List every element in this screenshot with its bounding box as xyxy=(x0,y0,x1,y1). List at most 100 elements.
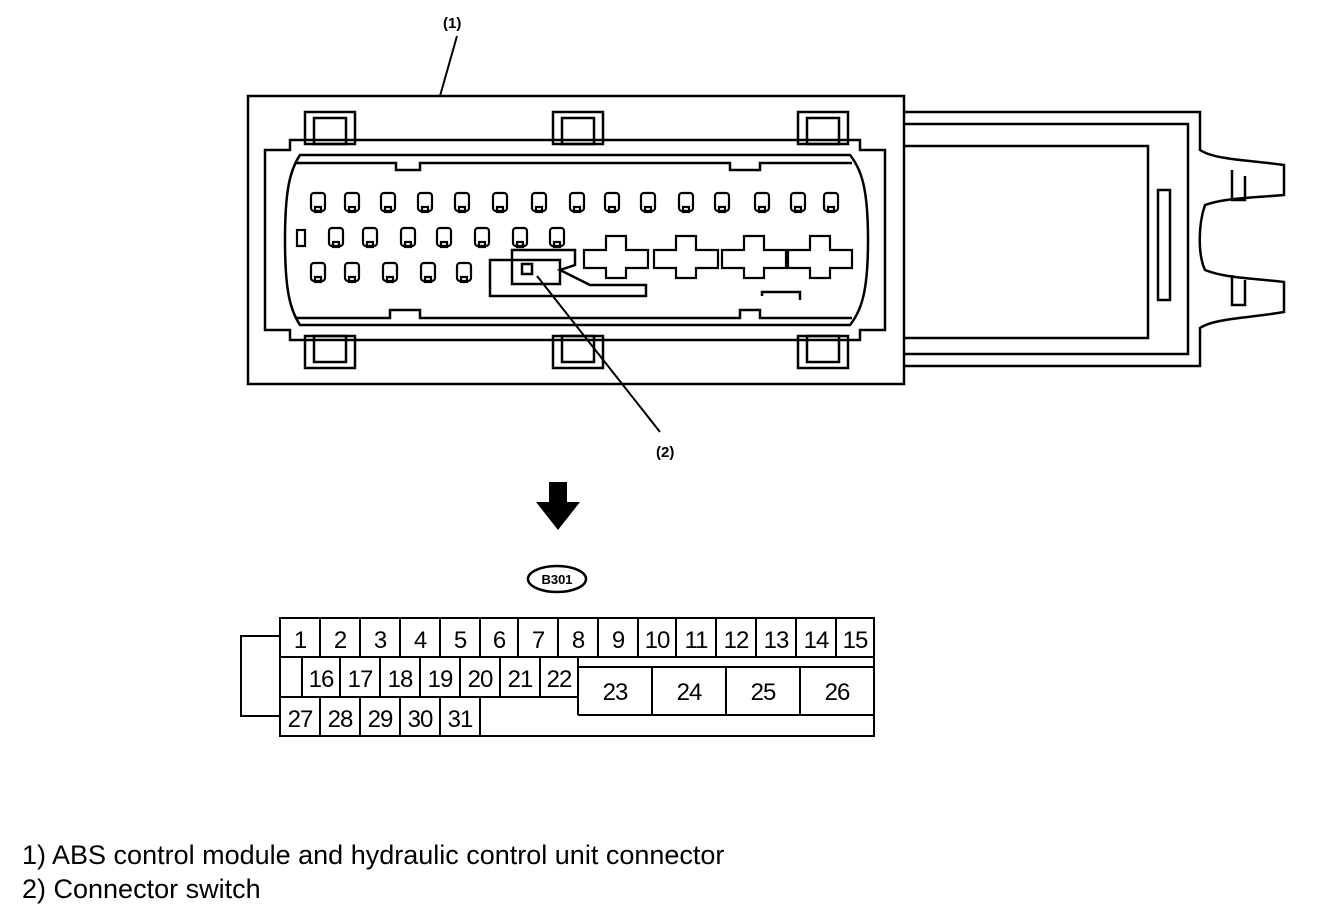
connector-id-text: B301 xyxy=(541,572,572,587)
pin-number: 27 xyxy=(288,706,313,733)
pin-number: 6 xyxy=(493,627,506,654)
pin-cavity xyxy=(568,191,586,213)
pin-cavity-slot xyxy=(313,205,323,214)
pin-layout xyxy=(240,617,875,737)
pin-number: 24 xyxy=(677,679,702,706)
connector-id-badge xyxy=(526,564,588,594)
connector-housing xyxy=(246,94,906,386)
pin-cavity-slot xyxy=(403,240,413,249)
pin-cavity xyxy=(639,191,657,213)
pin-cavity-slot xyxy=(607,205,617,214)
callout-leader-connector xyxy=(439,35,458,97)
pin-number: 25 xyxy=(751,679,776,706)
pin-cavity xyxy=(753,191,771,213)
pin-cavity-slot xyxy=(365,240,375,249)
pin-cavity xyxy=(491,191,509,213)
pin-cavity-slot xyxy=(383,205,393,214)
pin-cavity xyxy=(343,261,361,283)
pin-cavity xyxy=(419,261,437,283)
pin-cavity xyxy=(295,228,307,248)
large-pin-cavity xyxy=(652,234,720,280)
callout-leader-switch xyxy=(536,275,661,433)
pin-cavity-slot xyxy=(793,205,803,214)
pin-cavity-slot xyxy=(477,240,487,249)
pin-number: 30 xyxy=(408,706,433,733)
pin-cavity-slot xyxy=(534,205,544,214)
pin-number: 12 xyxy=(724,627,749,654)
pin-number: 15 xyxy=(843,627,868,654)
pin-cavity-slot xyxy=(347,205,357,214)
pin-cavity xyxy=(309,191,327,213)
pin-cavity-slot xyxy=(313,275,323,284)
pin-cavity-slot xyxy=(423,275,433,284)
large-pin-cavity xyxy=(786,234,854,280)
pin-number: 22 xyxy=(547,666,572,693)
pin-cavity xyxy=(381,261,399,283)
pin-cavity xyxy=(343,191,361,213)
pin-number: 3 xyxy=(374,627,387,654)
legend-item-switch: 2) Connector switch xyxy=(22,874,261,904)
pin-cavity-slot xyxy=(681,205,691,214)
pin-cavity-slot xyxy=(717,205,727,214)
pin-number: 4 xyxy=(414,627,427,654)
pin-number: 21 xyxy=(508,666,533,693)
pin-cavity xyxy=(379,191,397,213)
pin-number: 11 xyxy=(685,627,709,654)
pin-cavity xyxy=(822,191,840,213)
large-pin-cavity xyxy=(582,234,650,280)
housing-tabs xyxy=(303,110,850,370)
pin-number: 16 xyxy=(309,666,334,693)
pin-number: 8 xyxy=(572,627,585,654)
pin-cavity-slot xyxy=(552,240,562,249)
pin-cavity xyxy=(399,226,417,248)
large-pin-cavity xyxy=(720,234,788,280)
pin-cavity xyxy=(713,191,731,213)
pin-cavity-slot xyxy=(457,205,467,214)
pin-cavity xyxy=(789,191,807,213)
connector-switch xyxy=(488,248,648,298)
pin-cavity xyxy=(511,226,529,248)
legend: 1) ABS control module and hydraulic cont… xyxy=(22,838,724,906)
pin-cavity xyxy=(435,226,453,248)
pin-number: 14 xyxy=(804,627,829,654)
pin-number: 1 xyxy=(294,627,307,654)
pin-number: 23 xyxy=(603,679,628,706)
pin-cavity-slot xyxy=(643,205,653,214)
pin-number: 10 xyxy=(645,627,670,654)
pin-cavity xyxy=(677,191,695,213)
pin-number: 26 xyxy=(825,679,850,706)
pin-cavity-slot xyxy=(439,240,449,249)
pin-cavity xyxy=(530,191,548,213)
pin-number: 31 xyxy=(448,706,473,733)
pin-cavity-slot xyxy=(385,275,395,284)
pin-number: 7 xyxy=(532,627,545,654)
callout-label-connector: (1) xyxy=(443,15,461,32)
housing-inner-frame xyxy=(263,138,887,342)
pin-cavity-slot xyxy=(420,205,430,214)
pin-number: 13 xyxy=(764,627,789,654)
down-arrow-icon xyxy=(536,482,580,530)
pin-cavity-slot xyxy=(515,240,525,249)
pin-cavity-slot xyxy=(347,275,357,284)
pin-number: 28 xyxy=(328,706,353,733)
pin-cavity-slot xyxy=(757,205,767,214)
callout-label-switch: (2) xyxy=(656,444,674,461)
pin-cavity xyxy=(309,261,327,283)
pin-number: 18 xyxy=(388,666,413,693)
pin-number: 17 xyxy=(348,666,373,693)
pin-cavity xyxy=(455,261,473,283)
legend-item-connector: 1) ABS control module and hydraulic cont… xyxy=(22,840,725,870)
pin-cavity xyxy=(327,226,345,248)
pin-number: 29 xyxy=(368,706,393,733)
pin-cavity-face xyxy=(283,153,870,327)
pin-cavity xyxy=(416,191,434,213)
pin-number: 19 xyxy=(428,666,453,693)
pin-cavity xyxy=(548,226,566,248)
pin-cavity xyxy=(453,191,471,213)
pin-cavity xyxy=(603,191,621,213)
pin-cavity-slot xyxy=(495,205,505,214)
pin-cavity-slot xyxy=(572,205,582,214)
pin-number: 20 xyxy=(468,666,493,693)
pin-number: 2 xyxy=(334,627,347,654)
